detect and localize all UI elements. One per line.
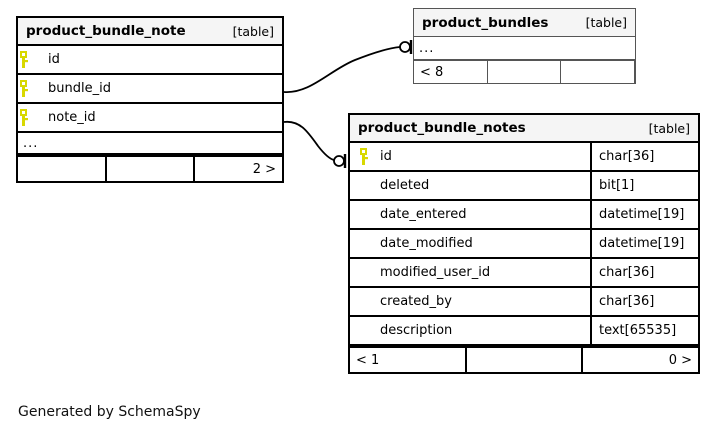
table-kind-label: [table] <box>585 15 627 30</box>
table-row[interactable]: bundle_id <box>18 75 282 104</box>
more-columns-row: ... <box>414 37 635 60</box>
column-name: id <box>48 52 60 67</box>
column-name-cell: deleted <box>350 178 590 193</box>
footer-right <box>561 61 636 83</box>
column-name: created_by <box>380 294 452 309</box>
column-type: char[36] <box>590 259 698 286</box>
column-name: date_modified <box>380 236 473 251</box>
footer-left: < 8 <box>414 61 488 83</box>
cardinality-zero-marker <box>333 155 345 167</box>
primary-key-icon <box>18 80 40 97</box>
table-footer: < 1 0 > <box>350 346 698 372</box>
column-name: deleted <box>380 178 430 193</box>
table-row[interactable]: created_by char[36] <box>350 288 698 317</box>
more-columns-row: ... <box>18 133 282 155</box>
column-type: char[36] <box>590 288 698 315</box>
column-type: text[65535] <box>590 317 698 344</box>
footer-right: 0 > <box>668 352 693 368</box>
table-product-bundle-note[interactable]: product_bundle_note [table] id <box>16 16 284 183</box>
table-row[interactable]: note_id <box>18 104 282 133</box>
generated-by-caption: Generated by SchemaSpy <box>18 404 201 420</box>
table-title: product_bundle_note <box>26 23 186 39</box>
table-footer: 2 > <box>18 155 282 181</box>
primary-key-icon <box>358 148 380 165</box>
table-footer: < 8 <box>414 60 636 83</box>
column-name: description <box>380 323 453 338</box>
table-header: product_bundle_note [table] <box>18 18 282 46</box>
table-header: product_bundle_notes [table] <box>350 115 698 143</box>
footer-right: 2 > <box>252 161 277 177</box>
column-name-cell: id <box>350 148 590 165</box>
column-type: char[36] <box>590 143 698 170</box>
table-row[interactable]: modified_user_id char[36] <box>350 259 698 288</box>
table-row[interactable]: id <box>18 46 282 75</box>
cardinality-zero-marker <box>399 41 411 53</box>
column-name-cell: modified_user_id <box>350 265 590 280</box>
ellipsis-label: ... <box>419 40 435 56</box>
column-name: date_entered <box>380 207 467 222</box>
table-row[interactable]: deleted bit[1] <box>350 172 698 201</box>
table-title: product_bundle_notes <box>358 120 526 136</box>
column-name: id <box>380 149 392 164</box>
column-type: datetime[19] <box>590 201 698 228</box>
column-name-cell: date_modified <box>350 236 590 251</box>
table-header: product_bundles [table] <box>414 9 635 37</box>
footer-left <box>18 157 107 181</box>
relationship-note-id-to-product-bundle-notes <box>283 120 347 168</box>
footer-middle <box>488 61 562 83</box>
column-name: modified_user_id <box>380 265 491 280</box>
primary-key-icon <box>18 109 40 126</box>
table-product-bundle-notes[interactable]: product_bundle_notes [table] id char[36] <box>348 113 700 374</box>
relationship-bundle-id-to-product-bundles <box>283 40 413 93</box>
table-row[interactable]: description text[65535] <box>350 317 698 346</box>
footer-left: < 1 <box>350 348 467 372</box>
column-type: datetime[19] <box>590 230 698 257</box>
table-row[interactable]: id char[36] <box>350 143 698 172</box>
column-name-cell: created_by <box>350 294 590 309</box>
table-row[interactable]: date_entered datetime[19] <box>350 201 698 230</box>
primary-key-icon <box>18 51 40 68</box>
column-name: note_id <box>48 110 96 125</box>
column-name-cell: description <box>350 323 590 338</box>
table-product-bundles[interactable]: product_bundles [table] ... < 8 <box>413 8 636 84</box>
column-name-cell: date_entered <box>350 207 590 222</box>
column-name: bundle_id <box>48 81 111 96</box>
table-kind-label: [table] <box>232 23 274 39</box>
footer-middle <box>467 348 584 372</box>
ellipsis-label: ... <box>23 135 39 151</box>
footer-middle <box>107 157 196 181</box>
table-row[interactable]: date_modified datetime[19] <box>350 230 698 259</box>
table-kind-label: [table] <box>648 120 690 136</box>
table-title: product_bundles <box>422 14 549 31</box>
column-type: bit[1] <box>590 172 698 199</box>
